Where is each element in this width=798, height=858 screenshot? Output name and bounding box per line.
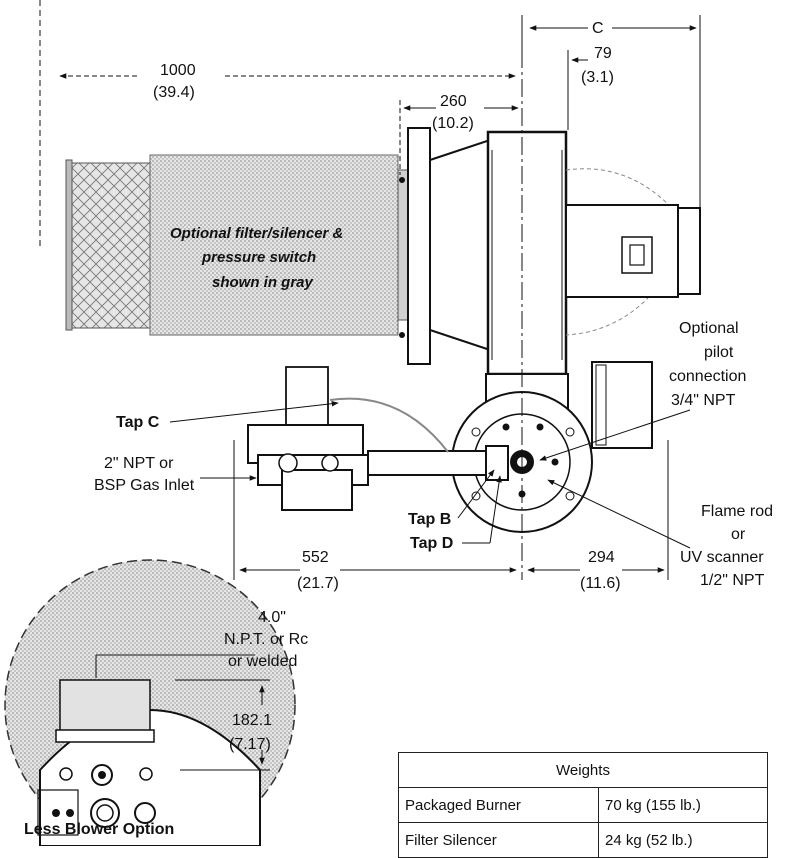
dimension-294: 294 (11.6) <box>527 440 669 592</box>
dimension-c-label: C <box>592 20 604 37</box>
flame-line3: UV scanner <box>680 549 764 566</box>
pilot-line2: pilot <box>704 344 734 361</box>
filter-note-line1: Optional filter/silencer & <box>170 225 343 242</box>
dimension-1000-in: (39.4) <box>153 84 195 101</box>
filter-note-line2: pressure switch <box>201 249 316 266</box>
dimension-552-mm: 552 <box>302 549 329 566</box>
dimension-1000: 1000 (39.4) <box>39 0 516 250</box>
dimension-c: C <box>521 15 701 215</box>
less-blower-line3: or welded <box>228 653 297 670</box>
gas-inlet-line1: 2" NPT or <box>104 455 174 472</box>
flame-line2: or <box>731 526 746 543</box>
filter-note: Optional filter/silencer & pressure swit… <box>170 225 343 291</box>
pilot-line4: 3/4" NPT <box>671 392 736 409</box>
pilot-line3: connection <box>669 368 746 385</box>
dimension-552: 552 (21.7) <box>233 440 517 592</box>
pilot-callout: Optional pilot connection 3/4" NPT <box>539 320 746 461</box>
blower-motor <box>565 204 701 298</box>
weights-header-row: Weights <box>398 752 768 788</box>
weights-table: Weights Packaged Burner 70 kg (155 lb.) … <box>397 752 768 858</box>
weight-value: 24 kg (52 lb.) <box>598 822 768 858</box>
dimension-182-mm: 182.1 <box>232 712 272 729</box>
dimension-260-mm: 260 <box>440 93 467 110</box>
dimension-79-mm: 79 <box>594 45 612 62</box>
less-blower-inset: 4.0" N.P.T. or Rc or welded 182.1 (7.17)… <box>4 559 308 846</box>
dimension-294-in: (11.6) <box>580 575 621 592</box>
tap-d-label: Tap D <box>410 535 453 552</box>
flame-line1: Flame rod <box>701 503 773 520</box>
dimension-1000-mm: 1000 <box>160 62 196 79</box>
weight-item: Filter Silencer <box>397 822 600 858</box>
dimension-79-in: (3.1) <box>581 69 614 86</box>
dimension-260: 260 (10.2) <box>399 93 519 175</box>
filter-note-line3: shown in gray <box>212 274 314 291</box>
dimension-552-in: (21.7) <box>297 575 339 592</box>
flame-line4: 1/2" NPT <box>700 572 765 589</box>
dimension-260-in: (10.2) <box>432 115 474 132</box>
gas-inlet-line2: BSP Gas Inlet <box>94 477 195 494</box>
blower-housing <box>486 130 691 376</box>
dimension-79: 79 (3.1) <box>567 45 614 130</box>
tap-b-callout: Tap B <box>408 469 495 528</box>
less-blower-title: Less Blower Option <box>24 821 174 838</box>
gas-inlet-callout: 2" NPT or BSP Gas Inlet <box>94 455 257 494</box>
tap-d-callout: Tap D <box>410 475 502 552</box>
weights-header: Weights <box>398 752 768 788</box>
less-blower-line1: 4.0" <box>258 609 286 626</box>
pilot-line1: Optional <box>679 320 739 337</box>
tap-c-label: Tap C <box>116 414 160 431</box>
table-row: Packaged Burner 70 kg (155 lb.) <box>397 787 768 823</box>
blower-inlet-cone <box>399 127 491 365</box>
flame-rod-callout: Flame rod or UV scanner 1/2" NPT <box>547 479 773 589</box>
burner-body <box>451 50 653 580</box>
table-row: Filter Silencer 24 kg (52 lb.) <box>397 822 768 858</box>
tap-c-callout: Tap C <box>116 400 339 431</box>
gas-train <box>247 366 509 511</box>
tap-b-label: Tap B <box>408 511 451 528</box>
dimension-182-in: (7.17) <box>229 736 271 753</box>
weight-value: 70 kg (155 lb.) <box>598 787 768 823</box>
weight-item: Packaged Burner <box>397 787 600 823</box>
less-blower-line2: N.P.T. or Rc <box>224 631 308 648</box>
dimension-294-mm: 294 <box>588 549 615 566</box>
